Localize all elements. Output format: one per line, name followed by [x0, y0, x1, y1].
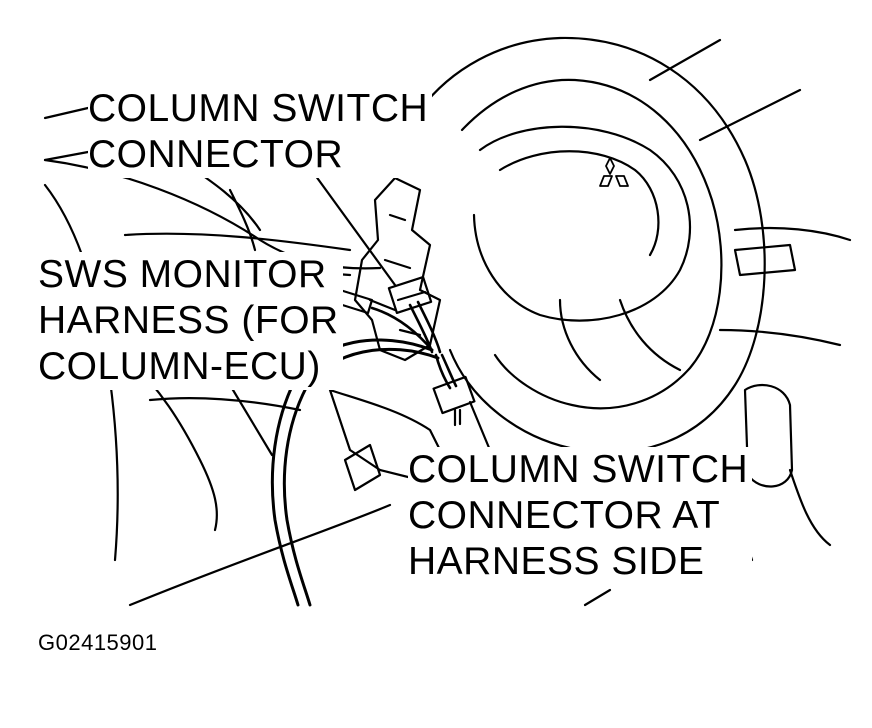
column-shaft	[648, 38, 802, 142]
column-bracket	[343, 443, 382, 492]
connector-pins	[453, 408, 462, 427]
steering-hub	[472, 125, 692, 322]
leader-column-switch-connector-a	[43, 106, 90, 120]
column-switch-connector-label-line1: COLUMN SWITCH	[88, 87, 429, 130]
steering-spoke	[558, 298, 682, 382]
harness-side-connector-label-line2: CONNECTOR AT	[408, 494, 721, 537]
steering-wheel-rim-outer	[418, 36, 766, 454]
harness-side-connector-label-line3: HARNESS SIDE	[408, 540, 705, 583]
console-vent	[733, 243, 797, 277]
sws-monitor-harness-label-line1: SWS MONITOR	[38, 253, 327, 296]
connector-latch	[396, 290, 427, 302]
column-switch-connector-shape	[387, 275, 433, 315]
dash-panel-contour	[123, 232, 352, 252]
leader-column-switch-connector-b	[43, 150, 90, 162]
column-switch-connector-label-line2: CONNECTOR	[88, 133, 344, 176]
emblem-icon	[599, 157, 629, 187]
leader-harness-side	[468, 400, 494, 457]
harness-side-connector-label-line1: COLUMN SWITCH	[408, 448, 749, 491]
harness-side-connector-label: COLUMN SWITCH CONNECTOR AT HARNESS SIDE	[408, 447, 753, 585]
shift-boot	[740, 468, 832, 562]
jumper-wires	[370, 300, 458, 390]
shift-knob	[743, 383, 794, 488]
knee-panel-inner	[148, 396, 302, 412]
sws-monitor-harness-label-line3: COLUMN-ECU)	[38, 345, 321, 388]
column-switch-connector-label: COLUMN SWITCH CONNECTOR	[88, 86, 433, 178]
harness-side-connector-shape	[432, 375, 476, 415]
sws-harness-cable-b	[282, 347, 440, 607]
steering-wheel-rim-inner	[460, 78, 723, 410]
sws-monitor-harness-label-line2: HARNESS (FOR	[38, 299, 339, 342]
lower-cover	[128, 503, 392, 607]
column-switch-detail	[368, 213, 422, 337]
figure-code: G02415901	[38, 630, 158, 655]
sws-monitor-harness-label: SWS MONITOR HARNESS (FOR COLUMN-ECU)	[38, 252, 343, 390]
horn-pad-edge	[498, 150, 660, 257]
console-edge	[718, 226, 852, 347]
leader-harness-bottom	[583, 588, 612, 607]
sws-harness-cable-a	[270, 338, 434, 607]
leader-column-switch-connector	[308, 166, 397, 287]
